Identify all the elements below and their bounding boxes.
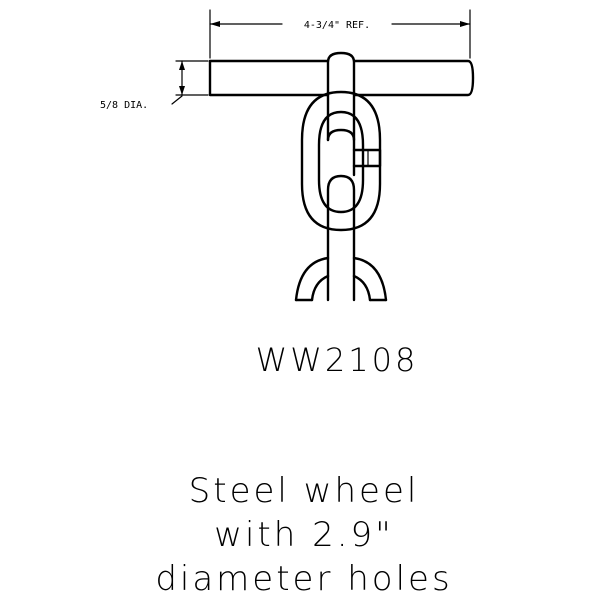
caption-line-2: with 2.9" (214, 515, 394, 555)
diameter-label: 5/8 DIA. (100, 100, 148, 111)
caption-line-3: diameter holes (155, 559, 453, 599)
width-dimension: 4-3/4" REF. (209, 9, 471, 59)
diameter-arrow-bottom (179, 86, 185, 95)
caption-line-1: Steel wheel (188, 471, 420, 511)
shackle-top (326, 51, 356, 142)
lower-link (294, 128, 388, 302)
hook-arms-inner (310, 274, 372, 302)
t-bar (208, 59, 475, 97)
shackle (326, 51, 356, 142)
diameter-arrow-top (179, 61, 185, 70)
hook-arms-outer (294, 256, 388, 302)
t-bar-outline (208, 59, 475, 97)
link-weld-stud (352, 148, 382, 168)
lower-stem (326, 174, 356, 302)
diameter-dimension: 5/8 DIA. (100, 60, 209, 111)
part-number: WW2108 (256, 341, 419, 379)
arrowhead-left (210, 21, 220, 27)
arrowhead-right (460, 21, 470, 27)
oval-link (300, 90, 382, 232)
oval-link-inner (317, 110, 365, 214)
shackle-bottom (326, 128, 356, 177)
diameter-leader (171, 95, 183, 105)
oval-link-outer (300, 90, 382, 232)
width-dimension-label: 4-3/4" REF. (304, 20, 370, 31)
